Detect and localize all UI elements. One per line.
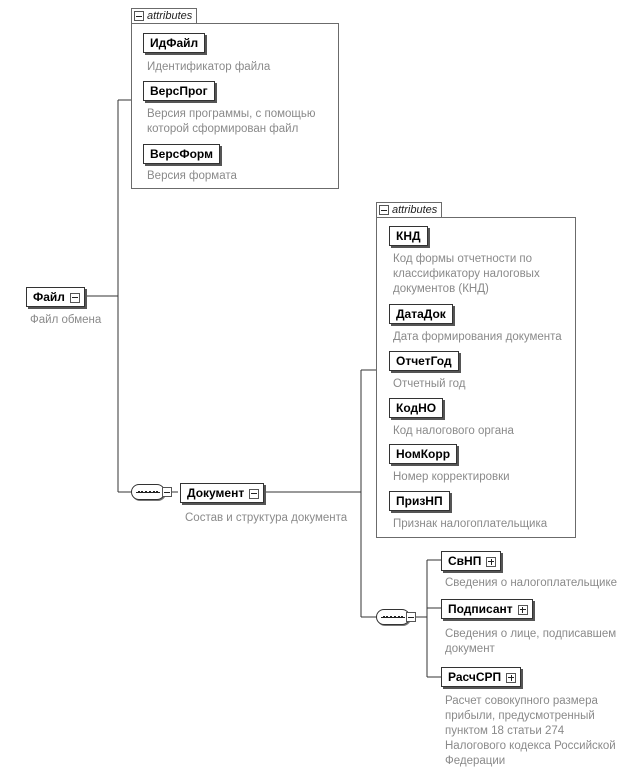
child-raschsrp[interactable]: РасчСРП — [441, 667, 522, 687]
attribute-versprog-desc: Версия программы, с помощью которой сфор… — [147, 108, 316, 135]
collapse-icon[interactable] — [406, 612, 416, 622]
attributes-label: attributes — [392, 204, 438, 216]
collapse-icon[interactable] — [249, 488, 260, 499]
collapse-icon[interactable] — [379, 205, 389, 216]
child-podpisant[interactable]: Подписант — [441, 599, 533, 619]
document-attributes-group — [376, 217, 576, 538]
child-svnp-desc: Сведения о налогоплательщике — [445, 577, 618, 589]
document-element[interactable]: Документ — [180, 483, 265, 503]
expand-icon[interactable] — [506, 672, 517, 683]
expand-icon[interactable] — [517, 604, 528, 615]
attributes-label: attributes — [147, 10, 193, 22]
attribute-datadok-desc: Дата формирования документа — [393, 331, 562, 343]
sequence-compositor[interactable] — [376, 609, 410, 625]
sequence-compositor[interactable] — [131, 484, 165, 500]
root-element-desc: Файл обмена — [30, 314, 102, 326]
attribute-knd[interactable]: КНД — [389, 226, 428, 246]
expand-icon[interactable] — [486, 556, 497, 567]
child-svnp[interactable]: СвНП — [441, 551, 502, 571]
root-element[interactable]: Файл — [26, 287, 85, 307]
attribute-nomkorr[interactable]: НомКорр — [389, 444, 458, 464]
attribute-otchetgod[interactable]: ОтчетГод — [389, 351, 459, 371]
child-svnp-label: СвНП — [448, 554, 482, 568]
root-element-label: Файл — [33, 290, 65, 304]
attribute-otchetgod-desc: Отчетный год — [393, 378, 466, 390]
attribute-versprog[interactable]: ВерсПрог — [143, 81, 215, 101]
attribute-kodno-desc: Код налогового органа — [393, 425, 514, 437]
attribute-priznp-desc: Признак налогоплательщика — [393, 518, 548, 530]
collapse-icon[interactable] — [162, 487, 172, 497]
attribute-versform-desc: Версия формата — [147, 170, 237, 182]
root-attributes-tab[interactable]: attributes — [131, 8, 198, 23]
attribute-nomkorr-desc: Номер корректировки — [393, 471, 510, 483]
child-raschsrp-label: РасчСРП — [448, 670, 502, 684]
attribute-idfile[interactable]: ИдФайл — [143, 33, 206, 53]
attribute-idfile-desc: Идентификатор файла — [147, 61, 271, 73]
collapse-icon[interactable] — [134, 11, 144, 22]
document-attributes-tab[interactable]: attributes — [376, 202, 443, 217]
child-raschsrp-desc: Расчет совокупного размера прибыли, пред… — [445, 695, 616, 767]
attribute-kodno[interactable]: КодНО — [389, 398, 444, 418]
child-podpisant-label: Подписант — [448, 602, 513, 616]
attribute-priznp[interactable]: ПризНП — [389, 491, 450, 511]
attribute-knd-desc: Код формы отчетности по классификатору н… — [393, 253, 540, 295]
collapse-icon[interactable] — [69, 292, 80, 303]
attribute-versform[interactable]: ВерсФорм — [143, 144, 220, 164]
document-element-label: Документ — [187, 486, 245, 500]
attribute-datadok[interactable]: ДатаДок — [389, 304, 453, 324]
child-podpisant-desc: Сведения о лице, подписавшем документ — [445, 628, 617, 655]
document-element-desc: Состав и структура документа — [185, 512, 348, 524]
